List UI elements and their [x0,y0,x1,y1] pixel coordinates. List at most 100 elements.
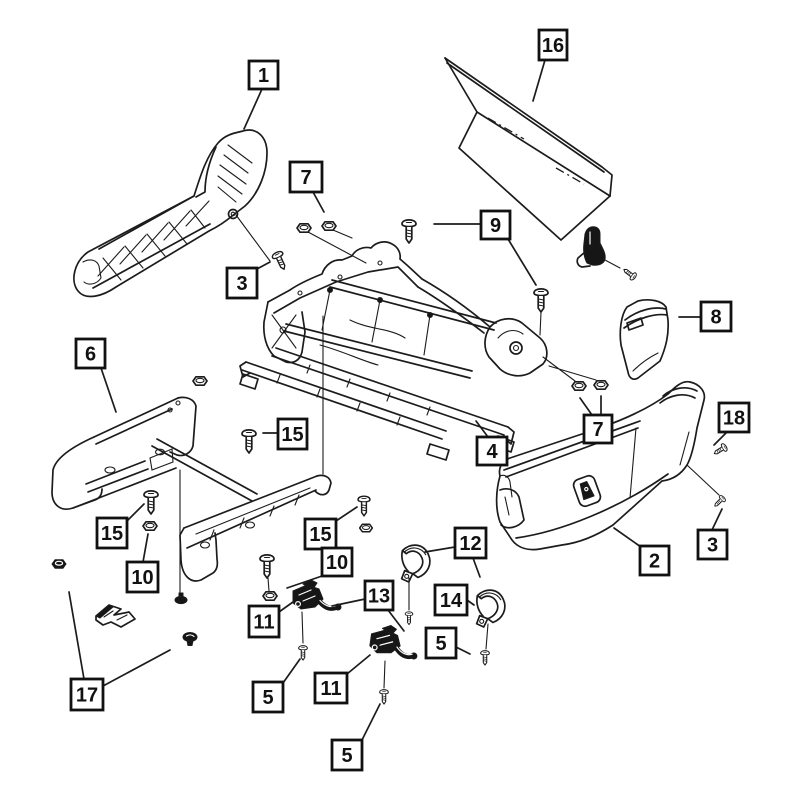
callout-13: 13 [331,579,405,632]
leader-line [579,397,593,416]
callout-number: 10 [326,552,348,574]
callout-box [582,413,614,445]
callout-box [453,526,488,560]
callout-box [424,626,458,660]
bolt-icon [259,554,275,579]
callout-number: 14 [440,590,463,612]
screw-icon [620,265,639,282]
nut-icon [192,375,208,387]
callout-number: 17 [76,685,98,707]
callout-number: 5 [262,687,273,709]
stud-icon [174,592,188,605]
part-latch-bracket-right [369,623,421,659]
nut-icon [358,523,374,533]
callout-box [276,417,309,451]
callout-number: 11 [253,612,274,634]
callout-7: 7 [288,160,325,213]
callout-12: 12 [424,526,488,578]
callout-5: 5 [251,658,301,714]
callout-6: 6 [74,337,117,413]
callout-number: 5 [435,633,446,655]
nut-icon [593,379,609,391]
leader-line [475,420,489,438]
part-riser-left [51,396,332,582]
leader-line [613,527,642,548]
callout-box [433,583,469,617]
leader-line [100,367,117,413]
screw-icon [143,490,159,515]
callout-box [313,671,349,705]
callout-3: 3 [696,508,729,561]
callout-4: 4 [475,420,509,467]
leader-line [243,88,263,130]
leader-line [68,591,85,680]
leader-line [312,191,325,213]
callout-box [251,680,285,714]
callout-box [320,546,354,578]
callout-number: 7 [592,419,603,441]
part-bezel-strip-17 [95,604,136,628]
callout-box [696,528,729,561]
callout-number: 16 [542,35,564,57]
leader-line [142,533,149,563]
callout-box [638,544,671,577]
callout-box [247,59,280,91]
callout-17: 17 [68,591,171,712]
callout-box [225,266,259,300]
screw-icon [241,429,257,454]
leader-line [286,575,323,589]
leader-line [282,658,301,684]
leader-line [278,601,294,613]
callout-box [69,677,105,712]
callout-number: 4 [486,441,498,463]
callout-10: 10 [125,533,160,594]
leader-line [346,654,371,675]
screw-icon [711,493,728,510]
leader-line [387,609,405,632]
callout-2: 2 [613,527,671,577]
callout-11: 11 [247,601,294,639]
callout-number: 10 [131,567,153,589]
callout-8: 8 [678,300,733,333]
callout-number: 8 [710,307,721,329]
nut-icon [51,559,67,569]
callout-number: 3 [707,535,718,557]
callout-9: 9 [433,209,537,286]
part-seat-shield-right [495,380,706,551]
push-pin-icon [182,631,198,647]
callout-number: 6 [85,344,96,366]
callout-box [699,300,733,333]
part-back-panel [444,57,613,241]
screw-icon [270,249,290,273]
screw-icon [298,645,308,661]
leader-line [331,598,366,607]
callout-box [95,516,129,550]
callout-box [363,579,395,612]
callout-box [475,435,509,467]
callout-number: 15 [281,424,303,446]
part-clamp-right [468,585,511,630]
nut-icon [321,220,337,232]
callout-15: 15 [303,506,358,551]
callout-number: 12 [459,533,481,555]
nut-icon [296,222,312,234]
callout-11: 11 [313,654,371,705]
callout-number: 2 [649,551,660,573]
callout-10: 10 [286,546,354,589]
callout-number: 9 [490,215,501,237]
leader-line [126,503,145,522]
callout-box [288,160,324,194]
callout-14: 14 [433,583,475,617]
callout-number: 3 [236,273,247,295]
leader-line [472,557,481,578]
callout-16: 16 [532,28,569,102]
callout-1: 1 [243,59,280,130]
callout-box [537,28,569,62]
callout-number: 15 [101,523,123,545]
callout-number: 18 [723,408,745,430]
nut-icon [262,590,278,602]
callout-number: 11 [320,678,341,700]
leader-line [102,649,171,687]
callout-box [717,401,751,434]
